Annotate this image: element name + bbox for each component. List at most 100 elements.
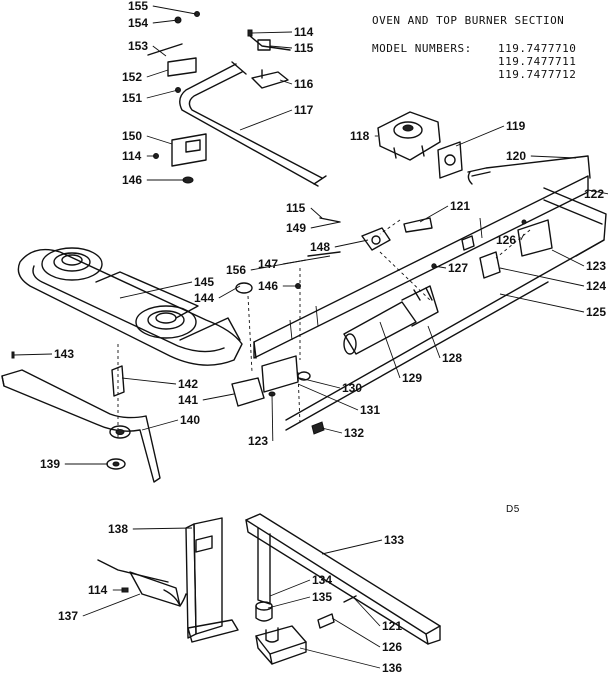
leader-line-141 (202, 393, 235, 401)
leader-line-122 (587, 189, 608, 195)
callout-label-138: 138 (108, 522, 128, 536)
callout-label-114: 114 (294, 25, 314, 39)
leader-line-116 (279, 79, 293, 85)
callout-labels: 1551541531521511501141461141151161171181… (40, 0, 606, 674)
section-title: OVEN AND TOP BURNER SECTION (372, 14, 565, 27)
callout-label-114: 114 (88, 583, 108, 597)
callout-label-153: 153 (128, 39, 148, 53)
callout-label-124: 124 (586, 279, 606, 293)
callout-label-115: 115 (294, 41, 314, 55)
callout-label-123: 123 (248, 434, 268, 448)
top-burner-assembly (17, 247, 243, 366)
bottom-small-parts (255, 595, 357, 665)
leader-line-135 (267, 596, 311, 609)
callout-label-156: 156 (226, 263, 246, 277)
leader-line-151 (146, 89, 179, 99)
model-number-1: 119.7477710 (498, 42, 577, 55)
callout-label-122: 122 (584, 187, 604, 201)
callout-label-114: 114 (122, 149, 142, 163)
callout-label-134: 134 (312, 573, 332, 587)
leader-line-153 (152, 45, 167, 57)
leader-line-137 (82, 593, 141, 617)
leader-line-123 (271, 393, 274, 442)
leader-line-131 (297, 383, 359, 411)
callout-label-154: 154 (128, 16, 148, 30)
leader-line-155 (152, 5, 197, 15)
callout-label-139: 139 (40, 457, 60, 471)
leader-line-147 (282, 255, 331, 265)
assembly-lines (117, 219, 531, 440)
leader-line-117 (239, 109, 293, 131)
leader-line-148 (334, 239, 369, 248)
callout-label-143: 143 (54, 347, 74, 361)
leader-line-136 (299, 647, 381, 669)
igniter-bracket (97, 517, 239, 643)
callout-label-120: 120 (506, 149, 526, 163)
callout-label-149: 149 (286, 221, 306, 235)
electrode-and-bracket (247, 29, 291, 89)
leader-line-127 (433, 265, 447, 269)
leader-line-132 (321, 427, 343, 434)
callout-label-115: 115 (286, 201, 306, 215)
leader-line-150 (146, 135, 173, 145)
callout-label-148: 148 (310, 240, 330, 254)
manifold-valves (295, 217, 553, 289)
callout-label-136: 136 (382, 661, 402, 674)
leader-line-142 (121, 377, 177, 385)
callout-label-151: 151 (122, 91, 142, 105)
callout-label-127: 127 (448, 261, 468, 275)
diagram-code: D5 (506, 504, 520, 515)
callout-label-117: 117 (294, 103, 314, 117)
callout-label-125: 125 (586, 305, 606, 319)
leader-line-128 (427, 325, 441, 359)
leader-line-134 (269, 579, 311, 597)
callout-label-145: 145 (194, 275, 214, 289)
leader-line-130 (299, 377, 341, 389)
burner-base (1, 369, 161, 483)
leader-line-129 (379, 321, 401, 379)
leader-lines (13, 5, 608, 669)
model-number-2: 119.7477711 (498, 55, 577, 68)
callout-label-131: 131 (360, 403, 380, 417)
callout-label-126: 126 (382, 640, 402, 654)
callout-label-135: 135 (312, 590, 332, 604)
callout-label-141: 141 (178, 393, 198, 407)
leader-line-121 (353, 597, 381, 627)
leader-line-114 (251, 31, 293, 34)
leader-line-140 (141, 419, 179, 431)
thermostat-assembly (343, 285, 439, 355)
leader-line-154 (152, 19, 179, 24)
callout-label-132: 132 (344, 426, 364, 440)
valve-bracket-assembly (147, 11, 207, 184)
leader-line-120 (530, 155, 577, 159)
leader-line-125 (499, 293, 585, 313)
callout-label-152: 152 (122, 70, 142, 84)
leader-line-119 (455, 125, 505, 147)
callout-label-116: 116 (294, 77, 314, 91)
callout-label-133: 133 (384, 533, 404, 547)
callout-label-118: 118 (350, 129, 370, 143)
model-number-3: 119.7477712 (498, 68, 577, 81)
callout-label-121: 121 (450, 199, 470, 213)
callout-label-146: 146 (122, 173, 142, 187)
gas-regulator (377, 111, 441, 161)
burner-tube (179, 61, 327, 187)
callout-label-146: 146 (258, 279, 278, 293)
leader-line-145 (119, 281, 193, 299)
callout-label-142: 142 (178, 377, 198, 391)
leader-line-126 (331, 617, 381, 648)
leader-line-124 (499, 267, 585, 287)
leader-line-115 (269, 45, 293, 49)
leader-line-149 (310, 221, 341, 229)
callout-label-126: 126 (496, 233, 516, 247)
callout-label-119: 119 (506, 119, 526, 133)
leader-line-133 (321, 539, 383, 555)
leader-line-126 (520, 233, 525, 241)
callout-label-121: 121 (382, 619, 402, 633)
leader-line-152 (146, 69, 169, 78)
regulator-bracket (437, 141, 463, 179)
manifold-frame (253, 155, 607, 431)
leader-line-123 (551, 249, 585, 267)
